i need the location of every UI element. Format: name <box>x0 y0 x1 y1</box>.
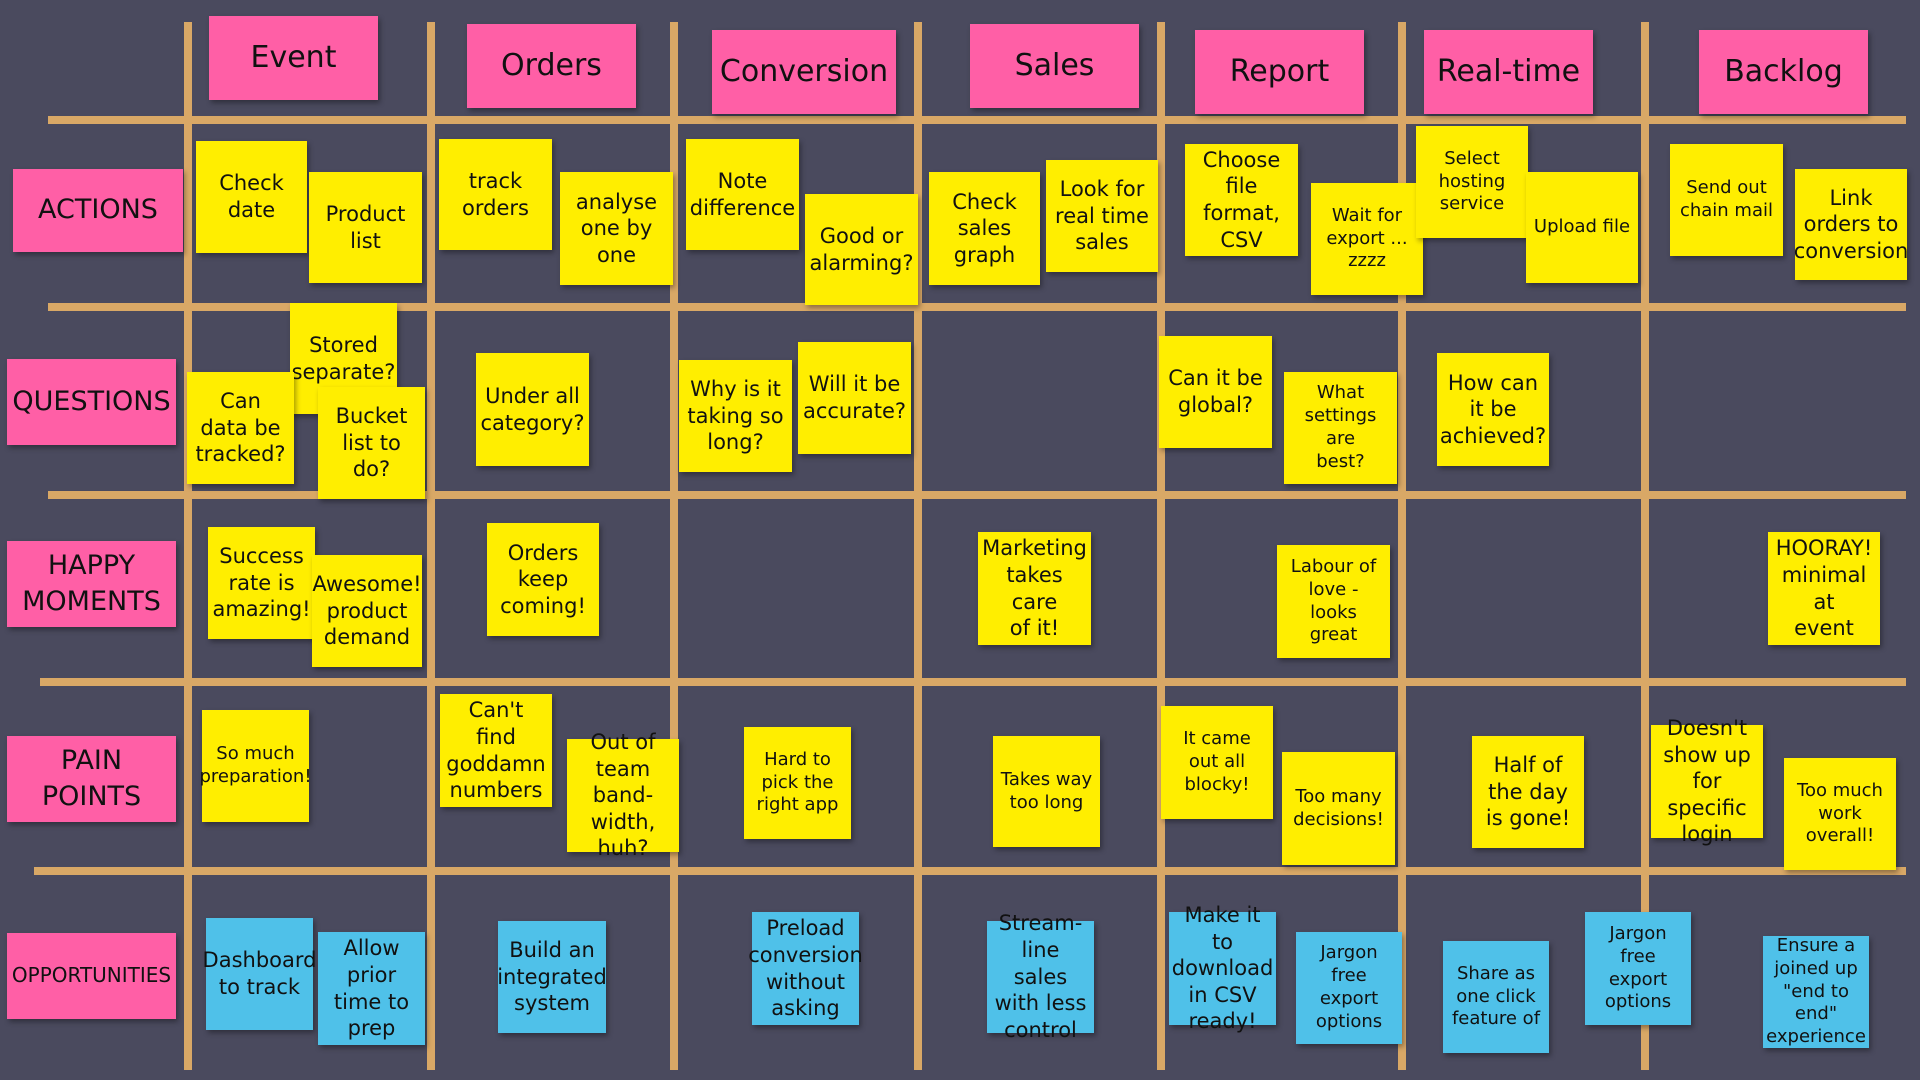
sticky-note[interactable]: Dashboard to track <box>203 918 316 1030</box>
sticky-note[interactable]: analyse one by one <box>560 172 673 285</box>
sticky-note[interactable]: HOORAY! minimal at event <box>1768 532 1880 645</box>
sticky-note[interactable]: Success rate is amazing! <box>208 527 315 639</box>
sticky-note[interactable]: Marketing takes care of it! <box>978 532 1091 645</box>
grid-line-v6 <box>1398 22 1406 1070</box>
sticky-note[interactable]: Bucket list to do? <box>318 387 425 499</box>
sticky-note[interactable]: Upload file <box>1526 172 1638 283</box>
sticky-note[interactable]: Jargon free export options <box>1585 912 1691 1025</box>
sticky-note[interactable]: Labour of love - looks great <box>1277 545 1390 658</box>
grid-line-h5 <box>34 867 1906 875</box>
sticky-note[interactable]: Check sales graph <box>929 172 1040 285</box>
sticky-note[interactable]: Can data be tracked? <box>187 372 294 484</box>
sticky-note[interactable]: Stream- line sales with less control <box>987 911 1094 1042</box>
column-header-report[interactable]: Report <box>1195 30 1364 114</box>
sticky-note[interactable]: Choose file format, CSV <box>1185 144 1298 256</box>
sticky-note[interactable]: Send out chain mail <box>1670 144 1783 256</box>
column-header-real-time[interactable]: Real-time <box>1424 30 1593 114</box>
grid-line-h1 <box>48 116 1906 124</box>
sticky-note[interactable]: Product list <box>309 172 422 283</box>
sticky-note[interactable]: Awesome! product demand <box>312 555 422 667</box>
sticky-note[interactable]: Half of the day is gone! <box>1472 736 1584 848</box>
column-header-backlog[interactable]: Backlog <box>1699 30 1868 114</box>
grid-line-v7 <box>1641 22 1649 1070</box>
sticky-note[interactable]: Jargon free export options <box>1296 932 1402 1044</box>
sticky-note[interactable]: What settings are best? <box>1284 372 1397 484</box>
sticky-note[interactable]: Good or alarming? <box>805 194 918 305</box>
sticky-note[interactable]: Check date <box>196 141 307 253</box>
sticky-note[interactable]: Can it be global? <box>1159 336 1272 448</box>
grid-line-v2 <box>427 22 435 1070</box>
sticky-note[interactable]: track orders <box>439 139 552 250</box>
sticky-note[interactable]: Why is it taking so long? <box>679 360 792 472</box>
sticky-note[interactable]: Hard to pick the right app <box>744 727 851 839</box>
sticky-note[interactable]: Allow prior time to prep <box>318 932 425 1045</box>
column-header-sales[interactable]: Sales <box>970 24 1139 108</box>
grid-line-h3 <box>48 491 1906 499</box>
row-label-questions[interactable]: QUESTIONS <box>7 359 176 445</box>
sticky-note[interactable]: Share as one click feature of <box>1443 941 1549 1053</box>
sticky-note[interactable]: Preload conversion without asking <box>748 912 863 1025</box>
row-label-pain-points[interactable]: PAIN POINTS <box>7 736 176 822</box>
sticky-note[interactable]: Under all category? <box>476 353 589 466</box>
sticky-note[interactable]: Too much work overall! <box>1784 758 1896 870</box>
sticky-note[interactable]: Wait for export ... zzzz <box>1311 183 1423 295</box>
column-header-orders[interactable]: Orders <box>467 24 636 108</box>
sticky-note[interactable]: It came out all blocky! <box>1161 706 1273 819</box>
sticky-note[interactable]: So much preparation! <box>199 710 312 822</box>
grid-line-v5 <box>1157 22 1165 1070</box>
sticky-note[interactable]: Ensure a joined up "end to end" experien… <box>1763 935 1869 1048</box>
row-label-opportunities[interactable]: OPPORTUNITIES <box>7 933 176 1019</box>
sticky-note[interactable]: Select hosting service <box>1416 126 1528 238</box>
sticky-note[interactable]: Orders keep coming! <box>487 523 599 636</box>
column-header-conversion[interactable]: Conversion <box>712 30 896 114</box>
grid-line-h4 <box>40 678 1906 686</box>
sticky-note[interactable]: Look for real time sales <box>1046 160 1158 272</box>
sticky-note[interactable]: Too many decisions! <box>1282 752 1395 865</box>
sticky-note[interactable]: Takes way too long <box>993 736 1100 847</box>
grid-line-v3 <box>670 22 678 1070</box>
grid-line-v1 <box>184 22 192 1070</box>
sticky-note[interactable]: Link orders to conversion <box>1794 169 1908 280</box>
sticky-note[interactable]: Note difference <box>686 139 799 250</box>
grid-line-v4 <box>914 22 922 1070</box>
grid-line-h2 <box>48 303 1906 311</box>
sticky-note[interactable]: Out of team band- width, huh? <box>567 730 679 860</box>
row-label-actions[interactable]: ACTIONS <box>13 169 183 252</box>
column-header-event[interactable]: Event <box>209 16 378 100</box>
sticky-note[interactable]: Make it to download in CSV ready! <box>1169 903 1276 1033</box>
sticky-note[interactable]: Will it be accurate? <box>798 342 911 454</box>
row-label-happy-moments[interactable]: HAPPY MOMENTS <box>7 541 176 627</box>
sticky-note[interactable]: Can't find goddamn numbers <box>440 694 552 807</box>
sticky-note[interactable]: Doesn't show up for specific login <box>1651 716 1763 846</box>
sticky-note[interactable]: Build an integrated system <box>497 921 607 1033</box>
sticky-note[interactable]: How can it be achieved? <box>1437 353 1549 466</box>
